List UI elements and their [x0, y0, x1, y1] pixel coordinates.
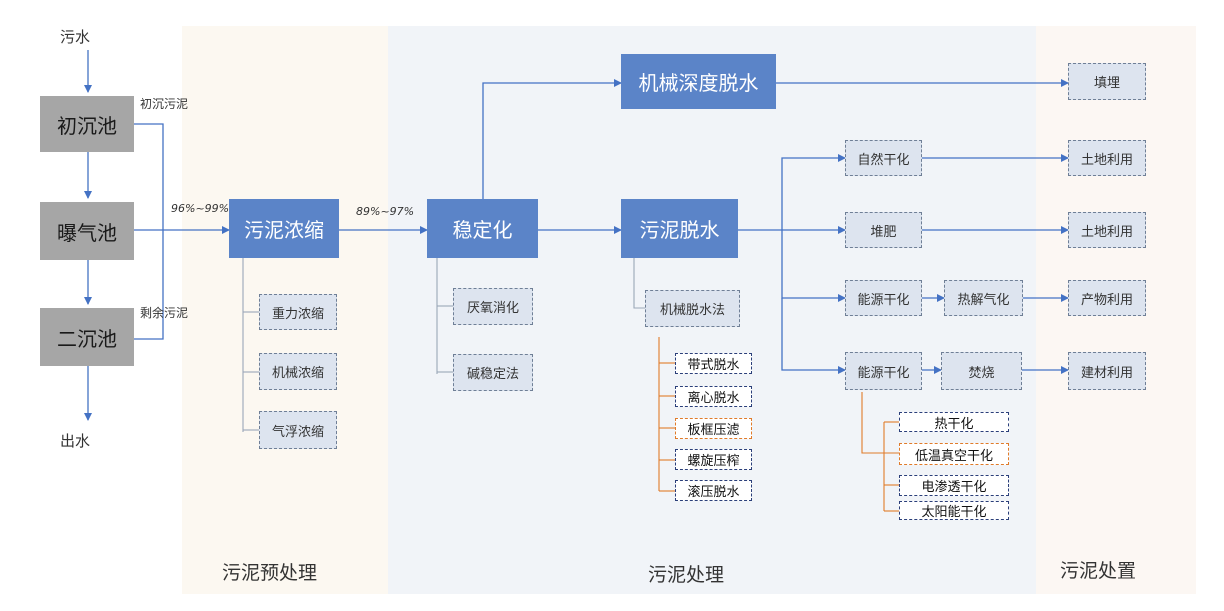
- section-pretreatment-title: 污泥预处理: [222, 562, 318, 584]
- thermal-drying-box: 热干化: [899, 412, 1009, 432]
- compost-box: 堆肥: [845, 212, 922, 248]
- mechanical-dewatering-box: 机械脱水法: [645, 290, 740, 327]
- effluent-label: 出水: [60, 432, 91, 450]
- landfill-box: 填埋: [1068, 63, 1146, 100]
- gravity-thickening-box: 重力浓缩: [259, 294, 337, 330]
- roller-dewatering-box: 滚压脱水: [675, 480, 752, 501]
- thickening-box: 污泥浓缩: [229, 199, 339, 258]
- natural-drying-box: 自然干化: [845, 140, 922, 176]
- belt-dewatering-box: 带式脱水: [675, 353, 752, 374]
- land-use-box-2: 土地利用: [1068, 212, 1146, 248]
- energy-drying-box-2: 能源干化: [845, 352, 922, 390]
- vacuum-drying-box: 低温真空干化: [899, 443, 1009, 465]
- primary-tank-box: 初沉池: [40, 96, 134, 152]
- sewage-label: 污水: [60, 28, 91, 46]
- mechanical-thickening-box: 机械浓缩: [259, 353, 337, 390]
- energy-drying-box-1: 能源干化: [845, 280, 922, 316]
- land-use-box-1: 土地利用: [1068, 140, 1146, 176]
- alkaline-stabilization-box: 碱稳定法: [453, 354, 533, 391]
- section-disposal-title: 污泥处置: [1060, 560, 1137, 582]
- plate-frame-filter-box: 板框压滤: [675, 418, 752, 439]
- incineration-box: 焚烧: [941, 352, 1022, 390]
- dewatering-box: 污泥脱水: [621, 199, 738, 258]
- stabilization-box: 稳定化: [427, 199, 538, 258]
- moisture-range-2: 89%~97%: [356, 205, 415, 218]
- solar-drying-box: 太阳能干化: [899, 501, 1009, 520]
- anaerobic-digestion-box: 厌氧消化: [453, 288, 533, 325]
- product-use-box: 产物利用: [1068, 280, 1146, 316]
- aeration-tank-box: 曝气池: [40, 202, 134, 260]
- electroosmosis-drying-box: 电渗透干化: [899, 475, 1009, 496]
- primary-sludge-label: 初沉污泥: [140, 97, 189, 111]
- deep-dewatering-box: 机械深度脱水: [621, 54, 776, 109]
- centrifuge-dewatering-box: 离心脱水: [675, 386, 752, 407]
- moisture-range-1: 96%~99%: [171, 202, 230, 215]
- building-material-use-box: 建材利用: [1068, 352, 1146, 390]
- secondary-tank-box: 二沉池: [40, 308, 134, 366]
- screw-press-box: 螺旋压榨: [675, 449, 752, 470]
- pyrolysis-box: 热解气化: [944, 280, 1023, 316]
- flotation-thickening-box: 气浮浓缩: [259, 411, 337, 449]
- section-treatment-title: 污泥处理: [648, 564, 725, 586]
- surplus-sludge-label: 剩余污泥: [140, 306, 189, 320]
